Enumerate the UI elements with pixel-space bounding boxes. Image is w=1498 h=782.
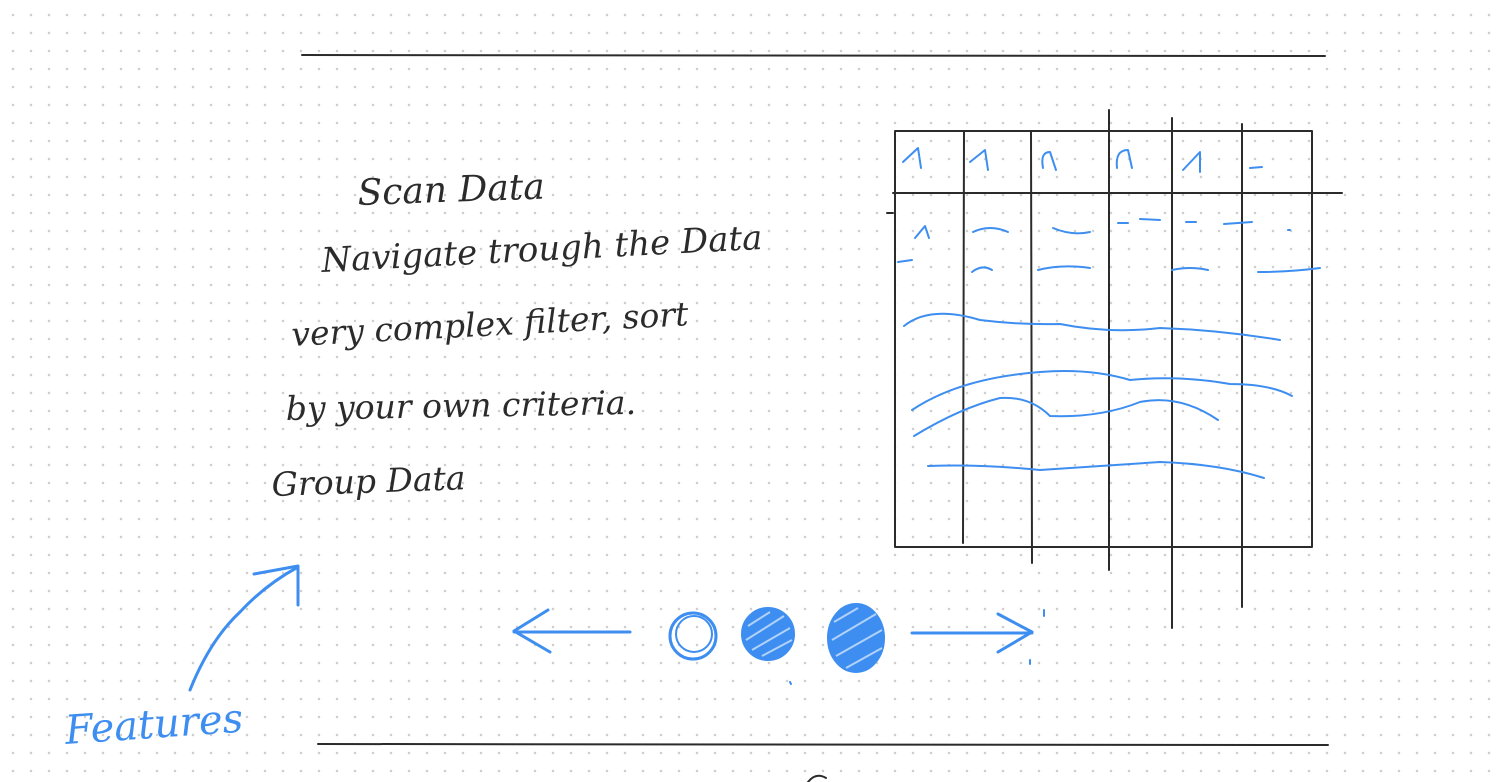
features-annotation: Features	[62, 564, 300, 754]
header-cell-scribble	[969, 149, 989, 171]
next-arrow-icon[interactable]	[910, 609, 1045, 665]
cell-scribble	[1052, 227, 1091, 235]
top-divider-line	[301, 54, 1326, 57]
feature-notes: Scan Data Navigate trough the Data very …	[271, 166, 763, 504]
pager-dot-filled[interactable]	[741, 607, 795, 685]
header-cell-scribble	[1249, 166, 1263, 169]
features-arrow-icon	[188, 565, 300, 692]
pager-dot-filled[interactable]	[827, 603, 885, 673]
bottom-edge-mark	[807, 774, 827, 782]
row-scribble	[903, 312, 1281, 341]
pagination-control[interactable]	[512, 603, 1045, 685]
row-scribble	[913, 396, 1219, 437]
note-group-data: Group Data	[271, 458, 466, 504]
header-cell-scribble	[1041, 151, 1057, 171]
column-divider	[962, 130, 965, 544]
cell-scribble	[914, 225, 930, 239]
cell-scribble	[1171, 267, 1209, 271]
cell-scribble	[1117, 218, 1161, 224]
header-cell-scribble	[902, 147, 922, 169]
cell-scribble	[972, 227, 1009, 233]
header-cell-scribble	[1115, 149, 1133, 169]
data-table-sketch	[886, 109, 1343, 629]
cell-scribble	[1257, 267, 1321, 273]
cell-scribble	[971, 266, 993, 273]
note-navigate-data: Navigate trough the Data	[319, 218, 763, 281]
table-outline	[894, 130, 1313, 548]
note-complex-filter: very complex filter, sort	[290, 294, 690, 354]
cell-scribble	[1185, 221, 1291, 231]
header-cell-scribble	[1182, 151, 1201, 173]
column-divider	[1030, 130, 1033, 564]
row-scribble	[927, 461, 1265, 479]
cell-scribble	[897, 259, 913, 263]
note-own-criteria: by your own criteria.	[285, 383, 636, 428]
previous-arrow-icon[interactable]	[512, 608, 632, 654]
pager-dot-empty[interactable]	[668, 611, 718, 661]
note-scan-data: Scan Data	[357, 166, 545, 214]
row-scribble	[911, 370, 1293, 411]
bottom-divider-line	[317, 743, 1329, 746]
cell-scribble	[1037, 265, 1091, 271]
features-label: Features	[62, 696, 244, 754]
